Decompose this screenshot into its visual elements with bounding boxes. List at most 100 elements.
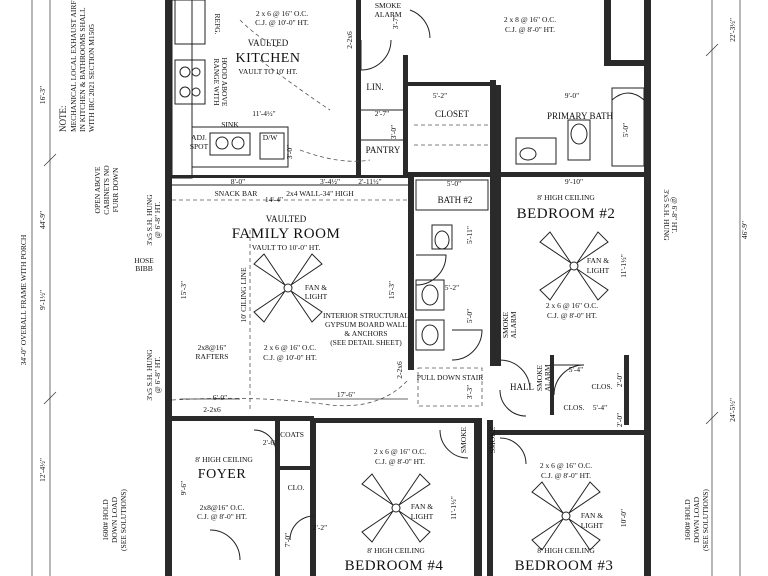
framing-text: 2 x 6 @ 16" O.C. [374, 447, 426, 456]
dimension-text: 3'-7" [391, 15, 400, 29]
fan-light-text: FAN & [411, 502, 433, 511]
mechanical-note: NOTE: [58, 106, 68, 133]
interior-wall-note: & ANCHORS [344, 329, 387, 338]
mechanical-note: IN KITCHEN & BATHROOMS SHALL [78, 7, 87, 132]
family-name: FAMILY ROOM [232, 226, 341, 242]
framing-text: C.J. @ 8'-0" HT. [375, 457, 425, 466]
framing-text: C.J. @ 8'-0" HT. [541, 471, 591, 480]
dimension-text: 46'-9" [740, 221, 749, 239]
dimension-text: 5'-11" [465, 226, 474, 244]
dimension-text: 11'-1½" [619, 254, 628, 278]
framing-text: RAFTERS [196, 352, 229, 361]
fan-light-text: FAN & [587, 256, 609, 265]
smoke-alarm-label: SMOKE [488, 426, 497, 453]
dimension-text: 15'-3" [387, 281, 396, 299]
framing-text: C.J. @ 8'-0" HT. [197, 512, 247, 521]
dimension-text: 2'-0" [615, 413, 624, 427]
dimension-lines [31, 0, 741, 576]
fan-light-text: LIGHT [305, 292, 328, 301]
dimension-text: 14'-4" [265, 195, 283, 204]
cabinet-note: OPEN ABOVE [93, 166, 102, 213]
framing-text: 2 x 6 @ 16" O.C. [264, 343, 316, 352]
foyer-ceiling: 8' HIGH CEILING [195, 455, 253, 464]
range-label: HOOD ABOVE [220, 58, 229, 107]
dimension-text: 3'-0" [285, 145, 294, 159]
fan-icon [361, 473, 431, 543]
family-prefix: VAULTED [266, 214, 307, 224]
dimension-labels: 16'-3" 44'-9" 9'-1½" 12'-4½" 22'-3½" 46'… [38, 15, 749, 547]
bedroom2-ceiling: 8' HIGH CEILING [537, 193, 595, 202]
smoke-alarm-label: ALARM [509, 311, 518, 338]
dimension-text: 5'-0" [447, 179, 461, 188]
fan-light-text: FAN & [305, 283, 327, 292]
hold-down-note: DOWN LOAD [692, 496, 701, 543]
primary-bath-label: PRIMARY BATH [547, 111, 613, 121]
dimension-text: 15'-3" [179, 281, 188, 299]
dimension-text: 6'-0" [213, 393, 227, 402]
bath2-label: BATH #2 [438, 195, 473, 205]
fan-icon [531, 481, 601, 551]
dimension-text: 2'-11½" [358, 177, 382, 186]
pantry-label: PANTRY [366, 145, 401, 155]
clos-label-2: CLOS. [563, 403, 584, 412]
framing-callouts: 2 x 6 @ 16" O.C. C.J. @ 10'-0" HT. 2 x 8… [196, 9, 599, 521]
mechanical-note: WITH IRC 2021 SECTION M1505 [87, 24, 96, 132]
window-label: @ 6'-8" HT. [153, 357, 162, 394]
hold-down-note: 1600# HOLD [683, 499, 692, 541]
framing-text: 2 x 6 @ 16" O.C. [546, 301, 598, 310]
bedroom4-name: BEDROOM #4 [345, 558, 444, 574]
dimension-text: 2-2x6 [203, 405, 221, 414]
dimension-text: 3'-4½" [320, 177, 340, 186]
fan-light-text: FAN & [581, 511, 603, 520]
bedroom2-name: BEDROOM #2 [517, 206, 616, 222]
dimension-text: 2'-6" [263, 438, 277, 447]
kitchen-note: VAULT TO 10' HT. [238, 67, 297, 76]
half-wall-label: 2x4 WALL-34" HIGH [286, 189, 354, 198]
smoke-alarm-label: ALARM [543, 364, 552, 391]
dw-label: D/W [263, 133, 279, 142]
clos-label-1: CLOS. [591, 382, 612, 391]
framing-text: 2 x 6 @ 16" O.C. [256, 9, 308, 18]
fan-icon [539, 231, 609, 301]
clo-label: CLO. [288, 483, 305, 492]
family-note: VAULT TO 10'-0" HT. [252, 243, 321, 252]
window-label: 3'x5 S.H. HUNG [145, 194, 154, 246]
dimension-text: 10'-0" [619, 509, 628, 527]
hall-label: HALL [510, 382, 534, 392]
window-label: 3'x5 S.H. HUNG [662, 189, 671, 241]
dimension-text: 3'-3" [465, 385, 474, 399]
dimension-text: 2'-7" [375, 109, 389, 118]
fan-icon [253, 253, 323, 323]
dimension-text: 5'-2" [433, 91, 447, 100]
mechanical-note: MECHANICAL LOCAL EXHAUST AIRFLOW [69, 0, 78, 132]
dimension-text: 9'-0" [565, 91, 579, 100]
fan-light-text: LIGHT [411, 512, 434, 521]
smoke-alarm-label: ALARM [374, 10, 401, 19]
framing-text: C.J. @ 10'-0" HT. [263, 353, 317, 362]
coats-label: COATS [280, 430, 304, 439]
smoke-alarm-label: SMOKE [501, 311, 510, 338]
range-label: RANGE WITH [212, 58, 221, 106]
adj-spot-label: SPOT [190, 142, 209, 151]
refg-label: REFG. [213, 13, 222, 34]
walls [165, 0, 651, 576]
linen-label: LIN. [366, 82, 383, 92]
bedroom4-ceiling: 8' HIGH CEILING [367, 546, 425, 555]
window-label: @ 6'-8" HT. [670, 197, 679, 234]
kitchen-prefix: VAULTED [248, 38, 289, 48]
sink-label: SINK [221, 120, 239, 129]
framing-text: 2x8@16" O.C. [200, 503, 245, 512]
dimension-text: 11'-1½" [449, 496, 458, 520]
dimension-text: 2'-0" [615, 373, 624, 387]
smoke-alarm-label: SMOKE [459, 426, 468, 453]
dimension-text: 3'-0" [389, 125, 398, 139]
adj-spot-label: ADJ. [191, 133, 207, 142]
dimension-text: 5'-2" [445, 283, 459, 292]
interior-wall-note: GYPSUM BOARD WALL [325, 320, 407, 329]
dimension-text: 17'-6" [337, 390, 355, 399]
hose-bibb-label: HOSE [134, 256, 154, 265]
hold-down-note: (SEE SOLUTIONS) [119, 489, 128, 551]
hold-down-note: (SEE SOLUTIONS) [701, 489, 710, 551]
foyer-name: FOYER [198, 467, 247, 482]
dimension-text: 7'-0" [283, 533, 292, 547]
